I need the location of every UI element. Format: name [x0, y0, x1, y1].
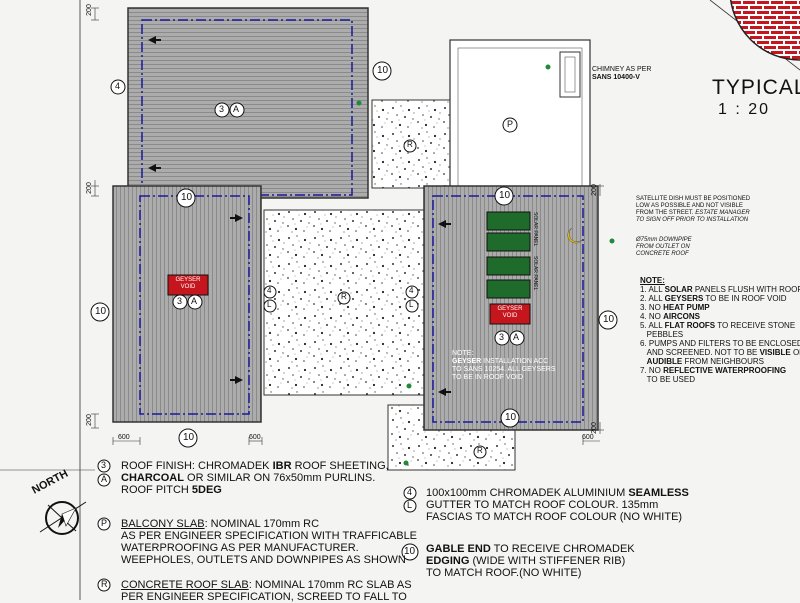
satellite-note: SATELLITE DISH MUST BE POSITIONED LOW AS…	[636, 196, 751, 223]
tag-fascia: L	[409, 300, 414, 309]
solar-panel-label: SOLAR PANEL	[532, 212, 538, 247]
dim-600: 600	[249, 434, 261, 441]
dim-600: 600	[118, 434, 130, 441]
legend-gutter: 100x100mm CHROMADEK ALUMINIUM SEAMLESS G…	[426, 487, 689, 523]
dim-200: 200	[85, 414, 93, 426]
legend-tag: 3	[101, 460, 107, 470]
geyser-note: NOTE: GEYSER INSTALLATION ACC TO SANS 10…	[452, 350, 556, 381]
legend-tag: R	[101, 579, 108, 589]
brick-detail	[729, 0, 800, 61]
legend-concrete-slab: CONCRETE ROOF SLAB: NOMINAL 170mm RC SLA…	[121, 579, 412, 603]
dim-200: 200	[590, 184, 598, 196]
dim-200: 200	[85, 4, 93, 16]
tag-gutter: 4	[267, 286, 272, 295]
north-arrow	[39, 501, 87, 535]
tag-roof: A	[233, 104, 240, 114]
tag-gable: 10	[499, 190, 511, 201]
legend-balcony-slab: BALCONY SLAB: NOMINAL 170mm RC AS PER EN…	[121, 518, 418, 566]
tag-concrete: R	[477, 446, 483, 455]
tag-gutter: 4	[115, 81, 121, 91]
tag-gable: 10	[181, 192, 193, 203]
tag-roof: 3	[219, 104, 225, 114]
legend-tag: L	[407, 500, 413, 510]
tag-gable: 10	[183, 432, 195, 443]
downpipe-note: Ø75mm DOWNPIPE FROM OUTLET ON CONCRETE R…	[636, 237, 692, 257]
tag-concrete: R	[407, 140, 413, 149]
tag-gable: 10	[95, 306, 107, 317]
legend-tag: 10	[404, 546, 416, 557]
tag-gable: 10	[505, 412, 517, 423]
tag-roof: 3	[177, 296, 183, 306]
roof-notes: NOTE: 1. ALL SOLAR PANELS FLUSH WITH ROO…	[640, 276, 800, 384]
tag-balcony: P	[507, 119, 514, 129]
dim-600: 600	[582, 434, 594, 441]
tag-roof: A	[513, 332, 520, 342]
solar-panels	[486, 211, 531, 299]
solar-panel-label: SOLAR PANEL	[532, 256, 538, 291]
legend-roof-finish: ROOF FINISH: CHROMADEK IBR ROOF SHEETING…	[121, 460, 389, 496]
drawing-title: TYPICAL	[712, 76, 800, 99]
roof-a	[127, 7, 369, 199]
legend-gable-end: GABLE END TO RECEIVE CHROMADEK EDGING (W…	[426, 543, 635, 579]
tag-roof: 3	[499, 332, 505, 342]
tag-gutter: 4	[409, 286, 414, 295]
dim-200: 200	[85, 182, 93, 194]
tag-gable: 10	[377, 65, 389, 76]
tag-gable: 10	[603, 314, 615, 325]
drawing-scale: 1 : 20	[718, 101, 771, 118]
legend-tag: 4	[407, 487, 413, 497]
dim-200: 200	[590, 422, 598, 434]
legend-tag: A	[101, 474, 108, 484]
tag-roof: A	[191, 296, 198, 306]
tag-concrete: R	[341, 292, 347, 301]
legend-tag: P	[101, 518, 108, 528]
tag-fascia: L	[267, 300, 272, 309]
